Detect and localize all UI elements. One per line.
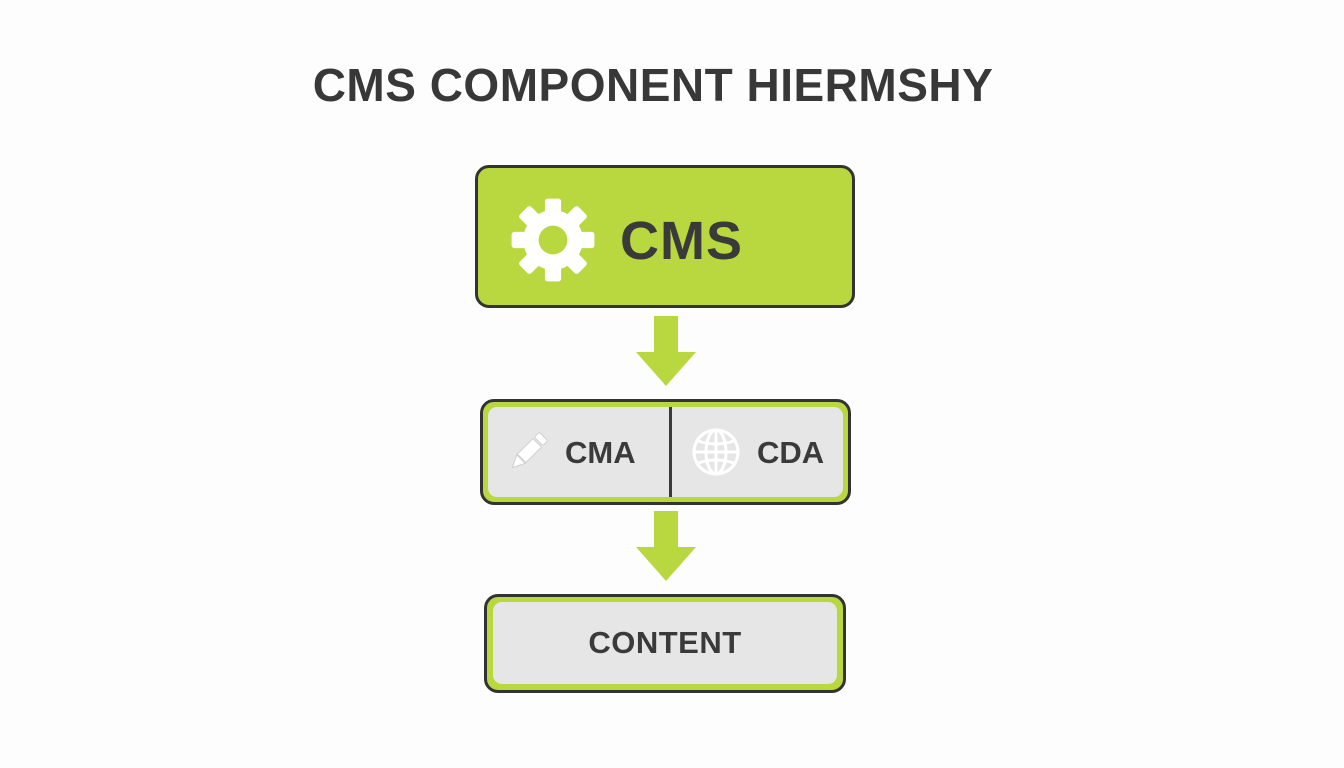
content-node: CONTENT xyxy=(484,594,846,693)
divider xyxy=(669,407,672,497)
gear-icon xyxy=(511,198,595,282)
cma-label: CMA xyxy=(565,435,636,470)
api-node: CMA CDA xyxy=(480,399,851,505)
content-label: CONTENT xyxy=(588,625,742,660)
cms-label: CMS xyxy=(620,211,743,271)
cda-label: CDA xyxy=(757,435,825,470)
down-arrow-icon xyxy=(636,316,696,386)
down-arrow-icon xyxy=(636,511,696,581)
diagram-title: CMS COMPONENT HIERMSHY xyxy=(312,59,994,111)
cms-node: CMS xyxy=(475,165,855,308)
globe-icon xyxy=(692,428,740,476)
pencil-icon xyxy=(511,432,548,469)
